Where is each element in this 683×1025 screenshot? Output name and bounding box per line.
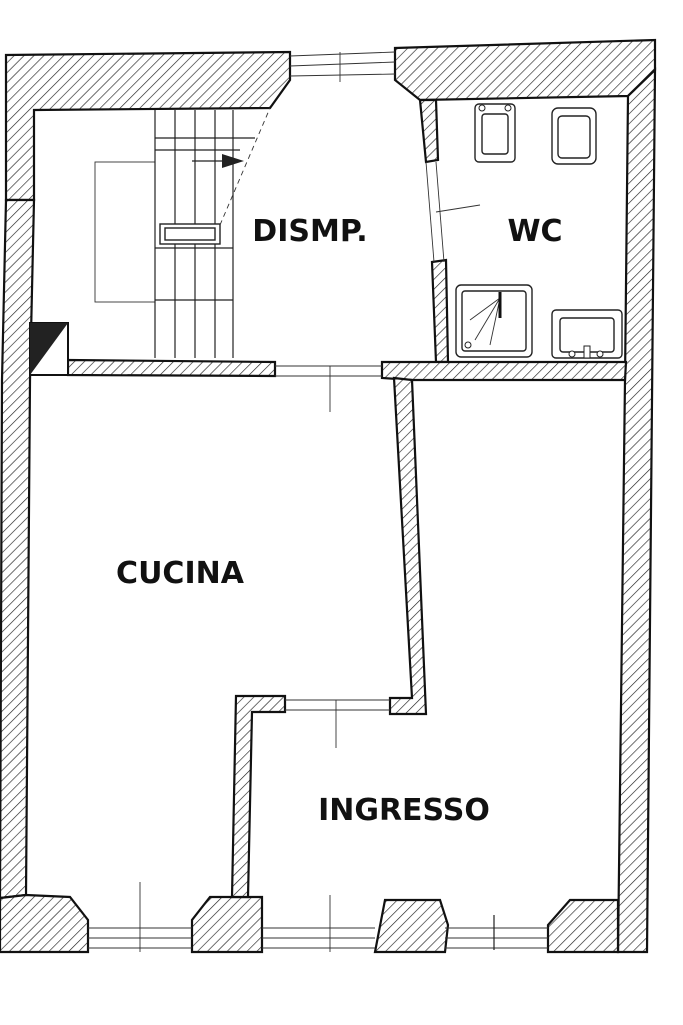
wall-wc-bottom <box>380 360 628 382</box>
wall-top-right <box>393 38 657 102</box>
room-label-wc: WC <box>507 214 562 249</box>
wall-bottom-pier-ingresso <box>373 898 450 954</box>
room-label-cucina: CUCINA <box>116 556 245 591</box>
column-marker <box>29 322 69 376</box>
wall-top-left <box>4 50 292 202</box>
wall-bottom-pier-cucina <box>190 895 264 954</box>
stair-arrow-icon <box>222 154 244 168</box>
toilet-icon <box>474 103 516 163</box>
room-label-dismp: DISMP. <box>252 214 367 249</box>
wall-stairs-bottom <box>66 358 277 378</box>
wall-left <box>0 198 36 900</box>
wall-cucina-ingresso <box>388 376 428 716</box>
window-bottom-right <box>445 915 548 950</box>
bidet-icon <box>551 107 597 165</box>
door-dismp-cucina <box>275 365 382 412</box>
internal-walls <box>66 98 628 899</box>
door-cucina-ingresso <box>285 699 390 748</box>
wall-ingresso-top <box>230 694 287 899</box>
window-top <box>289 51 396 82</box>
wall-wc-upper-stub <box>418 98 440 164</box>
window-bottom-ingresso <box>262 895 375 952</box>
door-wc <box>425 161 481 263</box>
staircase <box>94 107 271 358</box>
openings <box>88 51 548 952</box>
wall-bottom-left-corner <box>0 893 90 954</box>
outer-walls <box>0 38 657 954</box>
wall-right <box>616 67 657 954</box>
sink-icon <box>551 309 623 359</box>
wc-fixtures <box>455 103 623 359</box>
window-bottom-cucina <box>88 882 192 952</box>
room-label-ingresso: INGRESSO <box>318 793 490 828</box>
shower-icon <box>455 284 533 358</box>
wall-bottom-right-corner <box>546 898 620 954</box>
wall-wc-lower <box>430 258 450 364</box>
